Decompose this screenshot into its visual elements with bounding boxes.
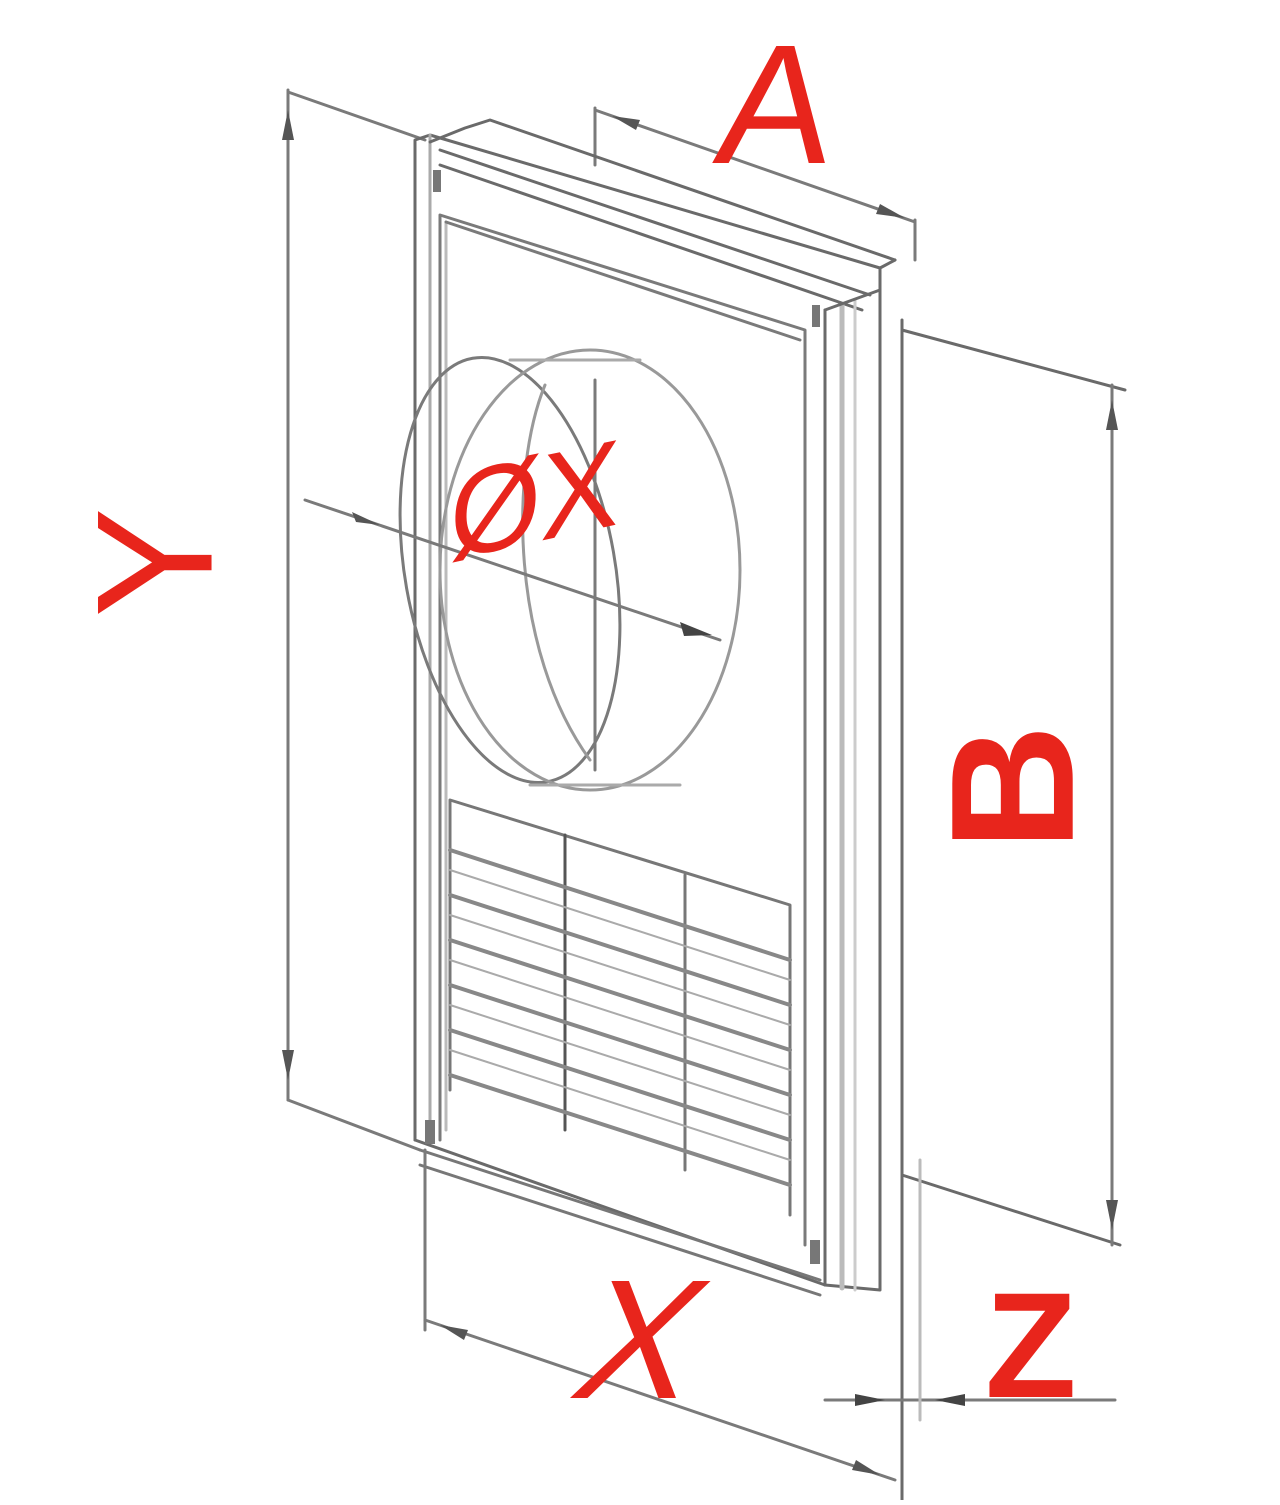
corner-screws <box>425 170 820 1264</box>
round-connector <box>303 348 742 792</box>
dimension-x-line <box>423 1148 897 1482</box>
dimension-z-line <box>823 1158 1117 1422</box>
dimension-b-line <box>1106 383 1118 1247</box>
dimension-label-z: Z <box>985 1261 1077 1429</box>
dimension-a-line <box>593 106 917 262</box>
dimension-label-b: B <box>915 724 1111 851</box>
inner-panel <box>438 213 807 1247</box>
dimension-label-y: Y <box>62 507 247 618</box>
dimension-label-a: A <box>706 10 847 200</box>
dimension-y-line <box>282 88 427 1152</box>
louver-grille <box>418 798 822 1297</box>
